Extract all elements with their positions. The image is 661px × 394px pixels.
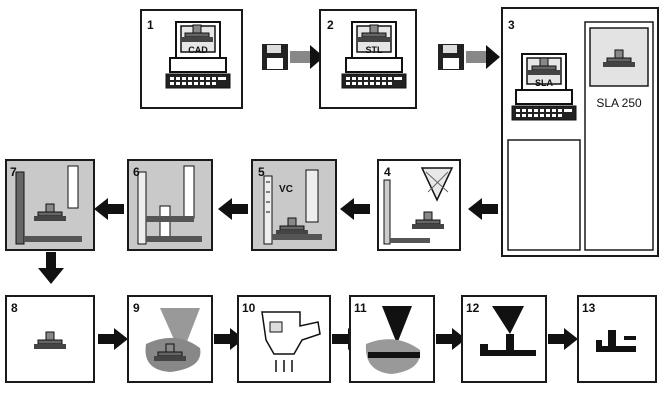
- step-number: 1: [147, 18, 154, 32]
- step-8-box: [5, 295, 95, 383]
- step-5-box: [251, 159, 337, 251]
- step-13-box: [577, 295, 657, 383]
- arrow-left-icon: [218, 198, 248, 220]
- arrow-right-icon: [98, 328, 128, 350]
- step-number: 12: [466, 301, 480, 315]
- step-number: 4: [384, 165, 391, 179]
- step-number: 9: [133, 301, 140, 315]
- step-number: 6: [133, 165, 140, 179]
- screen-label-cad: CAD: [188, 45, 208, 55]
- arrow-right-icon: [290, 45, 324, 69]
- screen-label-sla: SLA: [535, 78, 554, 88]
- arrow-right-icon: [548, 328, 578, 350]
- floppy-disk-icon: [438, 44, 464, 70]
- step-2-box: [319, 9, 417, 109]
- arrow-left-icon: [94, 198, 124, 220]
- step-9-box: [127, 295, 213, 383]
- step-number: 10: [242, 301, 256, 315]
- screen-label-stl: STL: [366, 45, 384, 55]
- step-4-box: [377, 159, 461, 251]
- step-number: 11: [354, 301, 367, 315]
- step-number: 5: [258, 165, 265, 179]
- step-1-box: [140, 9, 243, 109]
- step-6-box: [127, 159, 213, 251]
- floppy-disk-icon: [262, 44, 288, 70]
- step-number: 8: [11, 301, 18, 315]
- step-7-box: [5, 159, 95, 251]
- arrow-left-icon: [340, 198, 370, 220]
- step-11-box: [349, 295, 435, 383]
- arrow-down-icon: [38, 252, 64, 284]
- step-3-box: [501, 7, 659, 257]
- step-number: 13: [582, 301, 596, 315]
- step-12-box: [461, 295, 547, 383]
- step-number: 3: [508, 18, 515, 32]
- arrow-right-icon: [466, 45, 500, 69]
- step-number: 7: [10, 165, 17, 179]
- step-number: 2: [327, 18, 334, 32]
- vc-label: VC: [279, 184, 293, 195]
- arrow-left-icon: [468, 198, 498, 220]
- machine-label: SLA 250: [596, 96, 642, 110]
- step-10-box: [237, 295, 331, 383]
